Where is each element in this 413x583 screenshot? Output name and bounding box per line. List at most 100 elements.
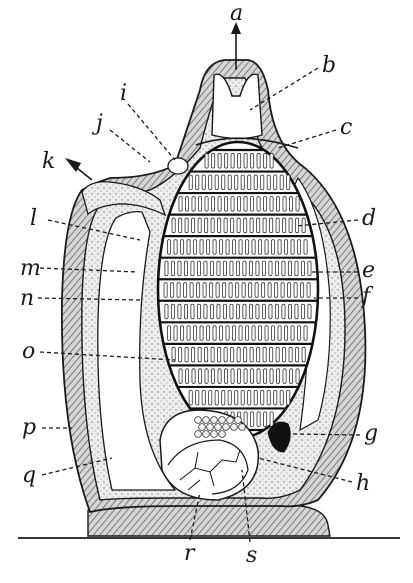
ganglion <box>168 158 188 174</box>
stigma <box>184 283 187 298</box>
label-c: c <box>340 115 352 140</box>
stigma <box>244 369 247 384</box>
stigma <box>249 283 252 298</box>
stigma <box>291 326 294 341</box>
stigma <box>198 218 201 233</box>
stigma <box>251 153 254 168</box>
stigma <box>171 283 174 298</box>
stigma <box>235 390 238 405</box>
stigma <box>210 283 213 298</box>
stigma <box>262 304 265 319</box>
stigma <box>295 261 298 276</box>
stigma <box>205 197 208 212</box>
stigma <box>192 347 195 362</box>
stigma <box>212 153 215 168</box>
stigma <box>252 326 255 341</box>
stigma <box>302 218 305 233</box>
label-r: r <box>184 541 196 566</box>
stigma <box>167 240 170 255</box>
stigma <box>179 347 182 362</box>
stigma <box>252 240 255 255</box>
stigma <box>275 304 278 319</box>
stigma <box>215 175 218 190</box>
stigma <box>189 175 192 190</box>
stigma <box>211 347 214 362</box>
stigma <box>216 283 219 298</box>
stigma <box>185 347 188 362</box>
stigma <box>222 175 225 190</box>
stigma <box>257 153 260 168</box>
stigma <box>177 283 180 298</box>
stigma <box>231 369 234 384</box>
stigma <box>244 347 247 362</box>
stigma <box>275 283 278 298</box>
label-g: g <box>364 421 378 446</box>
stigma <box>265 326 268 341</box>
stigma <box>171 261 174 276</box>
gonad-lobule <box>203 431 210 438</box>
stigma <box>185 369 188 384</box>
stigma <box>289 218 292 233</box>
stigma <box>206 240 209 255</box>
stigma <box>270 218 273 233</box>
stigma <box>223 261 226 276</box>
label-f: f <box>360 284 374 309</box>
stigma <box>241 175 244 190</box>
stigma <box>263 347 266 362</box>
stigma <box>172 218 175 233</box>
gonad-lobule <box>207 424 214 431</box>
stigma <box>270 153 273 168</box>
stigma <box>244 153 247 168</box>
stigma <box>184 304 187 319</box>
stigma <box>185 197 188 212</box>
stigma <box>257 347 260 362</box>
stigma <box>288 283 291 298</box>
stigma <box>250 218 253 233</box>
stigma <box>219 326 222 341</box>
stigma <box>198 369 201 384</box>
stigma <box>230 304 233 319</box>
stigma <box>235 175 238 190</box>
stigma <box>179 197 182 212</box>
stigma <box>228 175 231 190</box>
stigma <box>269 304 272 319</box>
stigma <box>284 326 287 341</box>
label-s: s <box>246 543 257 568</box>
stigma <box>228 390 231 405</box>
stigma <box>296 369 299 384</box>
gonad-lobule <box>227 417 234 424</box>
stigma <box>190 283 193 298</box>
stigma <box>218 218 221 233</box>
gonad-lobule <box>203 417 210 424</box>
stigma <box>289 347 292 362</box>
stigma <box>223 283 226 298</box>
stigma <box>270 412 273 427</box>
stigma <box>191 261 194 276</box>
stigma <box>276 218 279 233</box>
stigma <box>211 369 214 384</box>
stigma <box>213 240 216 255</box>
stigma <box>226 326 229 341</box>
stigma <box>192 218 195 233</box>
stigma <box>217 304 220 319</box>
stigma <box>202 390 205 405</box>
label-d: d <box>362 206 376 231</box>
stigma <box>255 283 258 298</box>
stigma <box>215 390 218 405</box>
stigma <box>179 218 182 233</box>
stigma <box>193 240 196 255</box>
stigma <box>238 153 241 168</box>
stigma <box>210 304 213 319</box>
stigma <box>231 197 234 212</box>
stigma <box>280 175 283 190</box>
stigma <box>200 326 203 341</box>
stigma <box>268 283 271 298</box>
stigma <box>297 240 300 255</box>
stigma <box>180 240 183 255</box>
stigma <box>209 175 212 190</box>
gonad-lobule <box>195 431 202 438</box>
stigma <box>283 347 286 362</box>
stigma <box>178 261 181 276</box>
stigma <box>257 197 260 212</box>
